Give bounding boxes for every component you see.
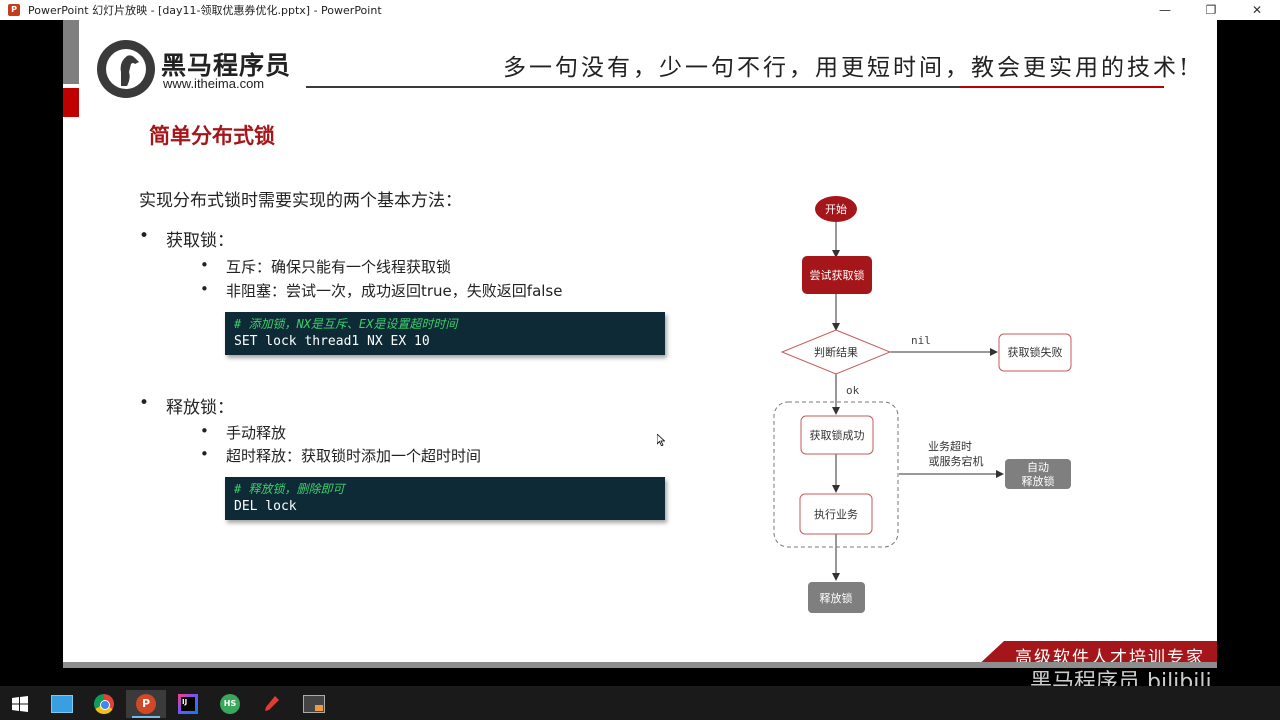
hbuilder-icon[interactable]: HS (210, 690, 250, 718)
file-explorer-icon[interactable] (42, 690, 82, 718)
flow-judge-node (780, 329, 892, 375)
brand-url: www.itheima.com (163, 76, 265, 91)
flow-success-label: 获取锁成功 (810, 428, 865, 442)
header-divider-accent (960, 86, 1164, 88)
bullet-dot: • (200, 256, 209, 274)
flow-judge-label: 判断结果 (814, 345, 858, 359)
flow-execute-label: 执行业务 (814, 507, 858, 521)
bullet-dot: • (200, 422, 209, 440)
slide-title: 简单分布式锁 (149, 124, 275, 148)
minimize-button[interactable]: — (1159, 3, 1171, 17)
flow-auto-release-node (1005, 459, 1071, 489)
section-label: 释放锁： (166, 398, 234, 418)
slide: 黑马程序员 www.itheima.com 多一句没有，少一句不行，用更短时间，… (63, 20, 1217, 668)
horse-logo-icon (120, 55, 139, 86)
flow-start-node (815, 196, 857, 222)
restore-button[interactable]: ❐ (1205, 3, 1217, 17)
flow-release-label: 释放锁 (820, 591, 853, 605)
window-title: PowerPoint 幻灯片放映 - [day11-领取优惠券优化.pptx] … (28, 4, 382, 17)
flow-ok-label: ok (846, 384, 860, 397)
code-comment: # 释放锁，删除即可 (234, 482, 345, 496)
slogan: 多一句没有，少一句不行，用更短时间，教会更实用的技术! (503, 55, 1192, 81)
list-item-text: 手动释放 (226, 424, 287, 442)
flow-timeout-label: 业务超时 (928, 439, 972, 453)
intro-text: 实现分布式锁时需要实现的两个基本方法： (139, 191, 462, 211)
mouse-cursor-icon (657, 434, 665, 446)
code-line: DEL lock (234, 499, 297, 514)
bullet-dot: • (200, 280, 209, 298)
flow-try-lock-node (802, 256, 872, 294)
bullet-dot: • (139, 226, 150, 246)
flow-start-label: 开始 (825, 202, 847, 216)
logo (97, 40, 155, 98)
list-item-text: 互斥：确保只能有一个线程获取锁 (226, 258, 452, 276)
code-block-del-lock: # 释放锁，删除即可 DEL lock (225, 477, 665, 520)
powerpoint-taskbar-icon[interactable]: P (126, 690, 166, 718)
flow-fail-node (998, 333, 1072, 372)
chrome-icon[interactable] (84, 690, 124, 718)
code-line: SET lock thread1 NX EX 10 (234, 334, 430, 349)
taskbar: P IJ HS (0, 686, 1280, 720)
decor-bar-red (63, 88, 79, 117)
flow-nil-label: nil (911, 334, 931, 347)
code-comment: # 添加锁，NX是互斥、EX是设置超时时间 (234, 317, 458, 331)
flow-execute-node (799, 493, 873, 535)
brand-name: 黑马程序员 (161, 51, 292, 80)
bullet-dot: • (139, 393, 150, 413)
window-titlebar: P PowerPoint 幻灯片放映 - [day11-领取优惠券优化.pptx… (0, 0, 1280, 20)
windows-start-icon[interactable] (0, 690, 40, 718)
header-divider (306, 86, 1164, 88)
screen-tool-icon[interactable] (294, 690, 334, 718)
slide-bottom-bar (63, 662, 1217, 668)
section-label: 获取锁： (166, 231, 234, 251)
flow-try-lock-label: 尝试获取锁 (810, 268, 865, 282)
flow-success-node (800, 415, 874, 455)
list-item-text: 非阻塞：尝试一次，成功返回true，失败返回false (226, 282, 563, 300)
intellij-icon[interactable]: IJ (168, 690, 208, 718)
code-block-set-lock: # 添加锁，NX是互斥、EX是设置超时时间 SET lock thread1 N… (225, 312, 665, 355)
flow-fail-label: 获取锁失败 (1008, 345, 1063, 359)
flow-release-node (808, 582, 865, 613)
flow-timeout-label-2: 或服务宕机 (929, 454, 984, 468)
close-button[interactable]: ✕ (1251, 3, 1263, 17)
bullet-dot: • (200, 445, 209, 463)
pen-icon[interactable] (252, 690, 292, 718)
flow-auto-release-label-2: 释放锁 (1022, 474, 1055, 488)
list-item-text: 超时释放：获取锁时添加一个超时时间 (226, 447, 482, 465)
powerpoint-icon: P (8, 4, 20, 16)
decor-bar (63, 20, 79, 84)
flowchart: 开始 尝试获取锁 判断结果 nil 获取锁失败 ok 获取锁成功 执行业务 业务… (773, 196, 1072, 613)
flow-auto-release-label: 自动 (1027, 461, 1049, 474)
